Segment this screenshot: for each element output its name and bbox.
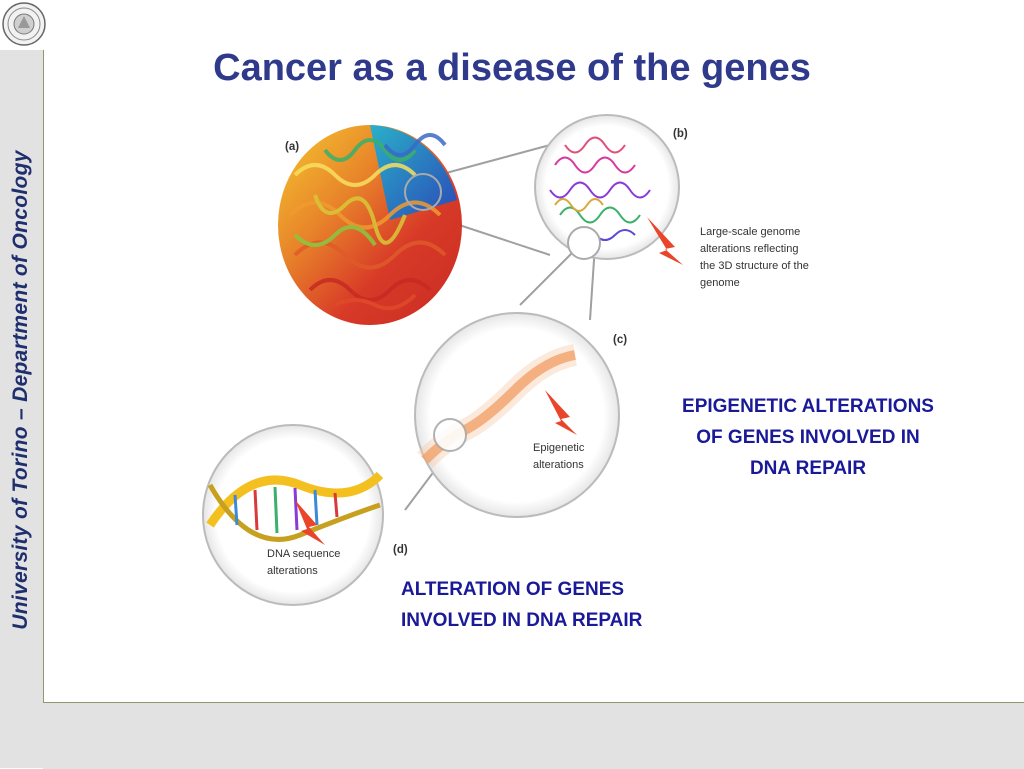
lightning-arrow-icon xyxy=(295,500,325,545)
lightning-arrow-icon xyxy=(647,217,683,265)
genome-alteration-note: Large-scale genome alterations reflectin… xyxy=(700,226,809,289)
dna-sequence-note: DNA sequence alterations xyxy=(267,548,340,577)
sidebar xyxy=(0,50,44,768)
svg-text:the 3D structure of the: the 3D structure of the xyxy=(700,260,809,272)
panel-a-label: (a) xyxy=(285,141,299,153)
svg-text:alterations: alterations xyxy=(267,565,318,577)
footer-band xyxy=(43,702,1024,769)
svg-text:Large-scale genome: Large-scale genome xyxy=(700,226,800,238)
university-department-label: University of Torino – Department of Onc… xyxy=(9,150,32,630)
panel-d-label: (d) xyxy=(393,544,408,556)
alteration-caption: ALTERATION OF GENES INVOLVED IN DNA REPA… xyxy=(401,579,643,631)
epigenetic-circle xyxy=(414,312,620,518)
university-seal-icon xyxy=(2,2,46,46)
lightning-arrow-icon xyxy=(545,390,577,435)
dna-helix-circle xyxy=(202,424,384,606)
genome-figure: (a) (b) Large-scale genome alterations r… xyxy=(195,105,855,625)
svg-text:Epigenetic: Epigenetic xyxy=(533,442,585,454)
svg-text:alterations: alterations xyxy=(533,459,584,471)
panel-c-label: (c) xyxy=(613,334,627,346)
svg-text:alterations reflecting: alterations reflecting xyxy=(700,243,798,255)
panel-b-label: (b) xyxy=(673,128,688,140)
genome-3d-circle xyxy=(534,114,680,260)
epigenetic-caption: EPIGENETIC ALTERATIONS OF GENES INVOLVED… xyxy=(682,396,934,479)
svg-text:genome: genome xyxy=(700,277,740,289)
epigenetic-note: Epigenetic alterations xyxy=(533,442,585,471)
page-title: Cancer as a disease of the genes xyxy=(213,47,811,89)
svg-text:DNA sequence: DNA sequence xyxy=(267,548,340,560)
chromatin-globule xyxy=(278,125,462,325)
